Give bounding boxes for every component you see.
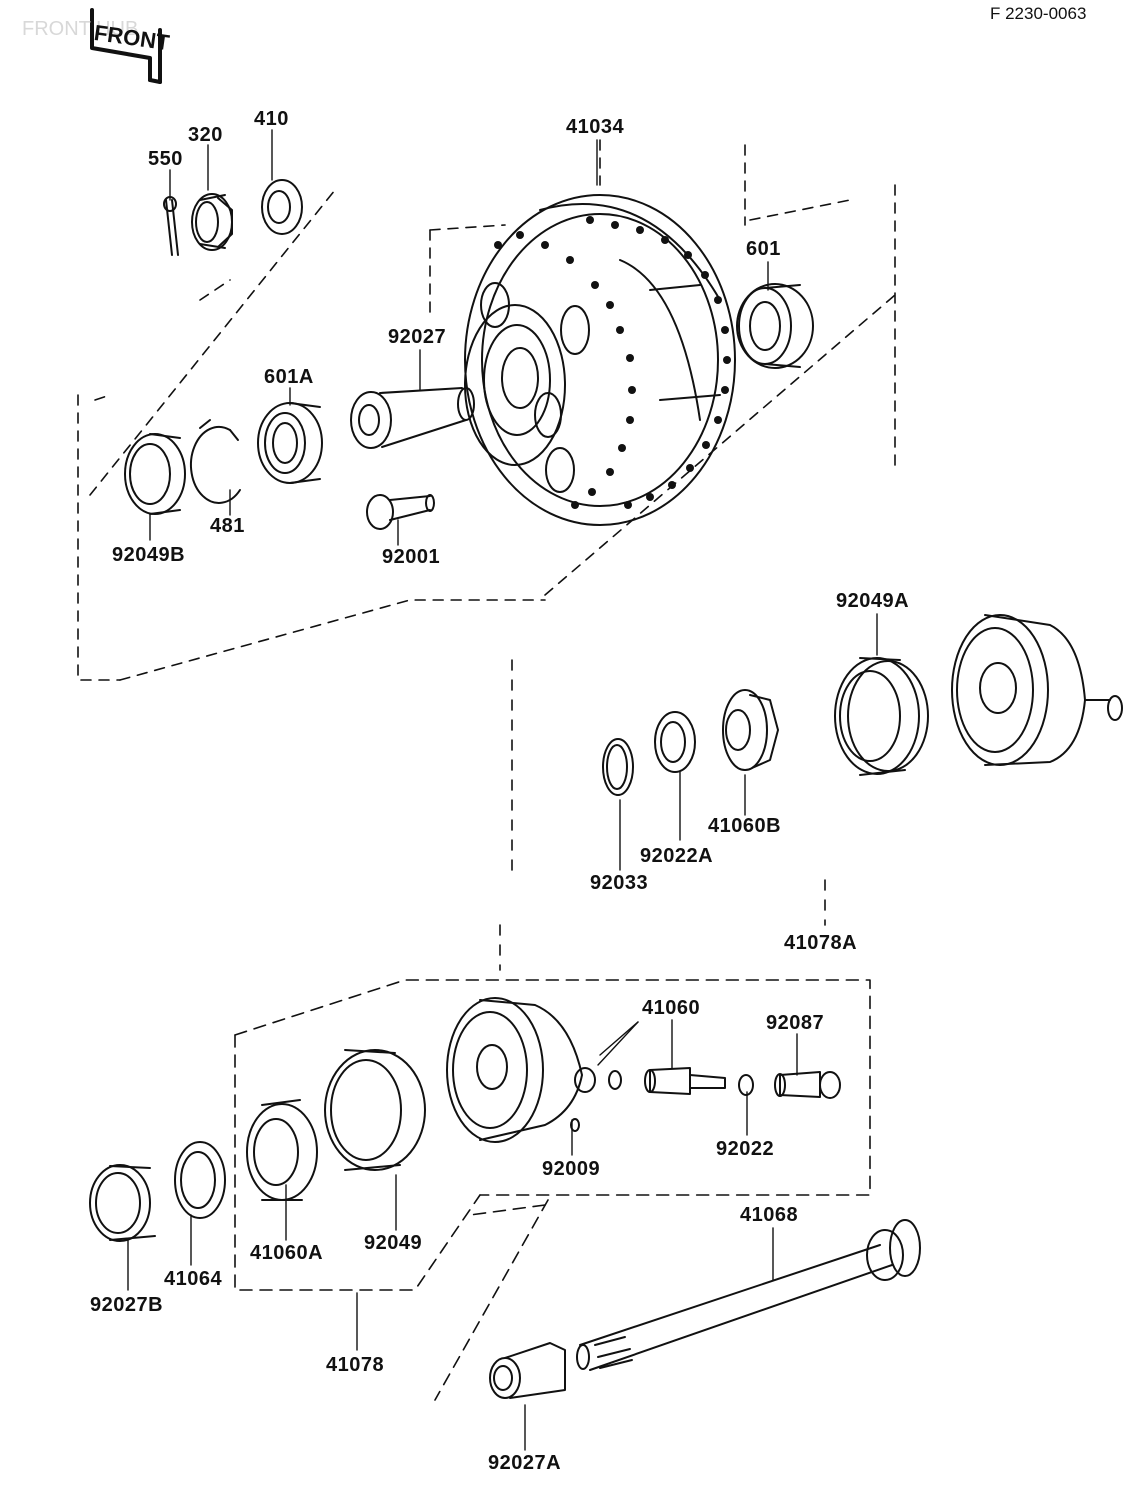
part-label-550: 550: [148, 148, 183, 170]
part-label-92049B: 92049B: [112, 544, 186, 566]
bolt-92001-icon: [366, 494, 435, 530]
cotter-pin-icon: [163, 196, 179, 256]
bushing-92087-icon: [774, 1071, 841, 1099]
part-label-41064: 41064: [164, 1268, 223, 1290]
disc-holes: [494, 216, 731, 509]
washer-92022-icon: [738, 1074, 754, 1096]
washer-410-icon: [261, 179, 303, 235]
part-label-92087: 92087: [766, 1012, 825, 1034]
castle-nut-icon: [191, 193, 233, 251]
part-label-92027B: 92027B: [90, 1294, 164, 1316]
speedometer-housing-icon: [951, 614, 1123, 766]
retainer-41064-icon: [174, 1141, 226, 1219]
part-label-41060A: 41060A: [250, 1242, 324, 1264]
axle-41068-icon: [576, 1219, 921, 1371]
upper-group-bounds: [77, 139, 896, 681]
seal-92049-icon: [324, 1049, 426, 1171]
collar-92027-icon: [350, 387, 475, 449]
part-label-92009: 92009: [542, 1158, 601, 1180]
part-label-92049A: 92049A: [836, 590, 910, 612]
drawing-code: F 2230-0063: [990, 4, 1087, 23]
part-label-92022: 92022: [716, 1138, 775, 1160]
part-label-601: 601: [746, 238, 781, 260]
faint-title: FRONT HUB: [22, 18, 139, 40]
part-label-92049: 92049: [364, 1232, 423, 1254]
part-label-601A: 601A: [264, 366, 314, 388]
part-label-92033: 92033: [590, 872, 649, 894]
part-label-92022A: 92022A: [640, 845, 714, 867]
pin-92009-icon: [570, 1118, 580, 1132]
seal-92049A-icon: [834, 657, 929, 776]
gear-41060A-icon: [246, 1099, 318, 1201]
part-label-41068: 41068: [740, 1204, 799, 1226]
part-label-41078: 41078: [326, 1354, 385, 1376]
lower-housing-icon: [446, 997, 596, 1143]
lower-group-bounds: [234, 979, 871, 1401]
group-connectors: [499, 659, 826, 971]
collar-92027A-icon: [489, 1342, 566, 1399]
part-label-41034: 41034: [566, 116, 625, 138]
part-label-41078A: 41078A: [784, 932, 858, 954]
part-label-92001: 92001: [382, 546, 441, 568]
part-label-41060B: 41060B: [708, 815, 782, 837]
hub-disc-icon: [464, 194, 736, 526]
pinion-41060-icon: [608, 1067, 726, 1095]
part-label-320: 320: [188, 124, 223, 146]
part-label-410: 410: [254, 108, 289, 130]
part-label-92027A: 92027A: [488, 1452, 562, 1474]
collar-92027B-icon: [89, 1164, 156, 1242]
bearing-601-icon: [736, 283, 814, 369]
washer-92022A-icon: [654, 711, 696, 773]
circlip-481-icon: [189, 419, 241, 504]
oil-seal-92049B-icon: [124, 433, 186, 515]
circlip-92033-icon: [602, 738, 634, 796]
front-arrow-icon: [90, 8, 162, 84]
part-label-41060: 41060: [642, 997, 701, 1019]
part-label-92027: 92027: [388, 326, 447, 348]
gear-41060B-icon: [722, 689, 779, 771]
bearing-601A-icon: [257, 402, 323, 484]
leader-lines: [127, 129, 878, 1451]
part-label-481: 481: [210, 515, 245, 537]
